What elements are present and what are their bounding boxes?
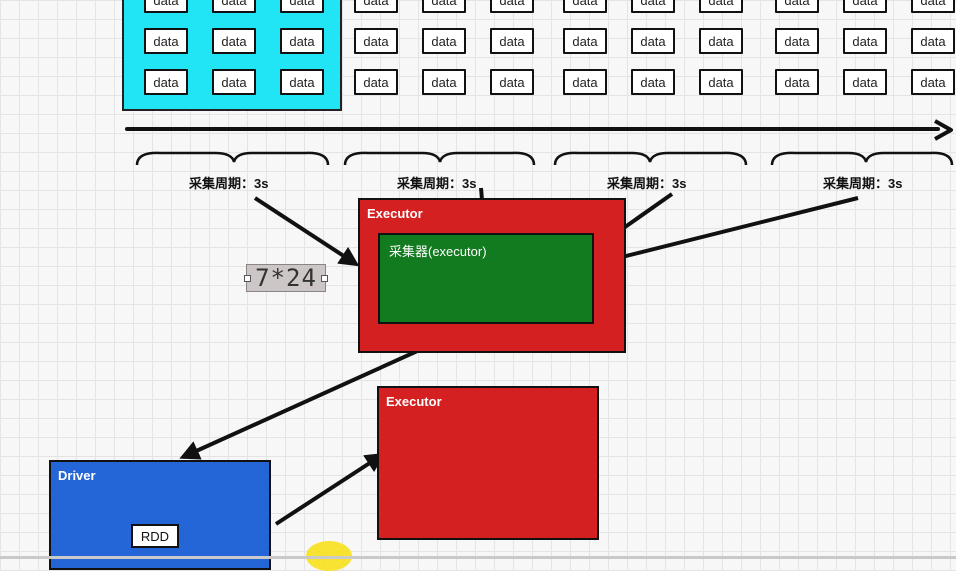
data-cell[interactable]: data	[212, 0, 256, 13]
bottom-edge	[0, 556, 956, 559]
period-label-3: 采集周期：3s	[607, 176, 687, 191]
data-cell[interactable]: data	[563, 69, 607, 95]
data-cell[interactable]: data	[843, 28, 887, 54]
collector-executor[interactable]: 采集器(executor)	[378, 233, 594, 324]
data-cell[interactable]: data	[422, 28, 466, 54]
calc-note[interactable]: 7*24	[244, 264, 328, 292]
data-group-2: data data data data data data data data data	[354, 0, 534, 110]
time-axis	[125, 127, 940, 131]
period-brace-2	[343, 151, 536, 166]
driver[interactable]: Driver	[49, 460, 271, 570]
period-label-4: 采集周期：3s	[823, 176, 903, 191]
data-cell[interactable]: data	[280, 28, 324, 54]
data-cell[interactable]: data	[775, 28, 819, 54]
data-cell[interactable]: data	[631, 0, 675, 13]
data-cell[interactable]: data	[212, 28, 256, 54]
data-cell[interactable]: data	[280, 69, 324, 95]
data-cell[interactable]: data	[354, 28, 398, 54]
data-cell[interactable]: data	[843, 0, 887, 13]
calc-note-text: 7*24	[255, 264, 317, 292]
data-cell[interactable]: data	[563, 0, 607, 13]
data-cell[interactable]: data	[144, 28, 188, 54]
data-cell[interactable]: data	[563, 28, 607, 54]
driver-title: Driver	[58, 468, 96, 483]
data-cell[interactable]: data	[280, 0, 324, 13]
data-cell[interactable]: data	[699, 28, 743, 54]
data-cell[interactable]: data	[490, 28, 534, 54]
rdd-box[interactable]: RDD	[131, 524, 179, 548]
data-cell[interactable]: data	[354, 0, 398, 13]
data-cell[interactable]: data	[699, 0, 743, 13]
data-cell[interactable]: data	[144, 0, 188, 13]
data-group-4: data data data data data data data data data	[775, 0, 955, 110]
data-group-3: data data data data data data data data data	[563, 0, 743, 110]
data-cell[interactable]: data	[631, 28, 675, 54]
diagram-strokes	[135, 119, 954, 526]
period-label-2: 采集周期：3s	[397, 176, 477, 191]
resize-handle-left[interactable]	[244, 275, 251, 282]
rdd-label: RDD	[140, 528, 170, 544]
data-cell[interactable]: data	[144, 69, 188, 95]
executor-bottom[interactable]: Executor	[377, 386, 599, 540]
arrow-period1-to-executor	[253, 196, 360, 267]
data-cell[interactable]: data	[354, 69, 398, 95]
data-cell[interactable]: data	[775, 0, 819, 13]
period-label-1: 采集周期：3s	[189, 176, 269, 191]
data-cell[interactable]: data	[422, 0, 466, 13]
data-cell[interactable]: data	[490, 69, 534, 95]
period-brace-4	[770, 151, 954, 166]
data-cell[interactable]: data	[775, 69, 819, 95]
data-group-1: data data data data data data data data data	[144, 0, 324, 110]
resize-handle-right[interactable]	[321, 275, 328, 282]
data-cell[interactable]: data	[911, 28, 955, 54]
collector-title: 采集器(executor)	[389, 244, 487, 259]
data-cell[interactable]: data	[911, 0, 955, 13]
time-axis-arrowhead	[934, 119, 953, 141]
period-brace-3	[553, 151, 748, 166]
data-cell[interactable]: data	[843, 69, 887, 95]
executor-top-title: Executor	[367, 206, 423, 221]
data-cell[interactable]: data	[911, 69, 955, 95]
data-cell[interactable]: data	[699, 69, 743, 95]
arrow-driver-to-executor	[274, 452, 386, 526]
data-cell[interactable]: data	[422, 69, 466, 95]
executor-bottom-title: Executor	[386, 394, 442, 409]
data-cell[interactable]: data	[212, 69, 256, 95]
data-cell[interactable]: data	[631, 69, 675, 95]
period-brace-1	[135, 151, 330, 166]
arrow-period4-to-collector	[598, 196, 859, 268]
data-cell[interactable]: data	[490, 0, 534, 13]
